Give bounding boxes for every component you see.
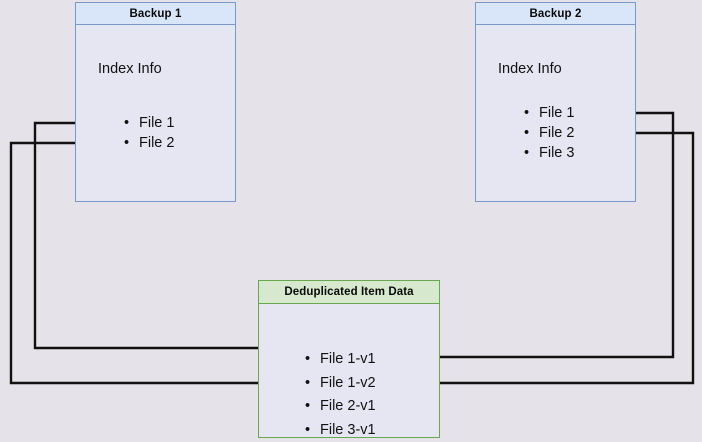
- list-item: File 1-v1: [305, 348, 376, 372]
- node-backup-2-body: Index Info File 1 File 2 File 3: [476, 25, 635, 201]
- node-backup-2[interactable]: Backup 2 Index Info File 1 File 2 File 3: [475, 2, 636, 202]
- dedup-file-list: File 1-v1 File 1-v2 File 2-v1 File 3-v1: [305, 348, 376, 442]
- backup-1-file-list: File 1 File 2: [124, 113, 174, 153]
- node-backup-1-body: Index Info File 1 File 2: [76, 25, 235, 201]
- list-item: File 2: [524, 123, 574, 143]
- backup-2-file-list: File 1 File 2 File 3: [524, 103, 574, 163]
- list-item: File 2-v1: [305, 395, 376, 419]
- node-dedup-body: File 1-v1 File 1-v2 File 2-v1 File 3-v1: [259, 304, 439, 442]
- node-dedup-header: Deduplicated Item Data: [259, 281, 439, 304]
- node-backup-2-header: Backup 2: [476, 3, 635, 25]
- list-item: File 3-v1: [305, 419, 376, 442]
- list-item: File 1-v2: [305, 372, 376, 396]
- backup-1-index-info-label: Index Info: [98, 61, 162, 77]
- node-deduplicated-item-data[interactable]: Deduplicated Item Data File 1-v1 File 1-…: [258, 280, 440, 442]
- node-backup-1-header: Backup 1: [76, 3, 235, 25]
- list-item: File 1: [524, 103, 574, 123]
- node-backup-1[interactable]: Backup 1 Index Info File 1 File 2: [75, 2, 236, 202]
- backup-2-index-info-label: Index Info: [498, 61, 562, 77]
- list-item: File 2: [124, 133, 174, 153]
- list-item: File 1: [124, 113, 174, 133]
- list-item: File 3: [524, 143, 574, 163]
